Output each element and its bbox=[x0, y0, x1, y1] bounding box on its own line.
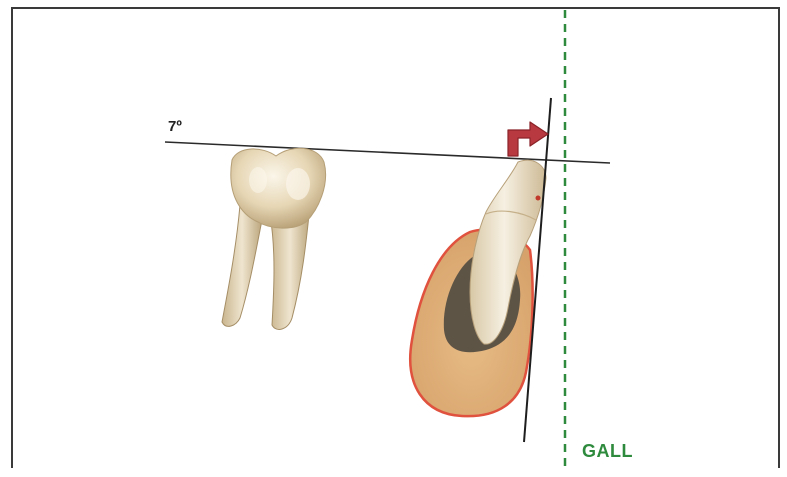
molar-tooth-icon bbox=[222, 148, 326, 329]
gall-label: GALL bbox=[582, 441, 633, 462]
frame-border bbox=[12, 8, 779, 468]
rotation-arrow-icon bbox=[508, 122, 548, 156]
angle-label: 7º bbox=[168, 118, 182, 135]
